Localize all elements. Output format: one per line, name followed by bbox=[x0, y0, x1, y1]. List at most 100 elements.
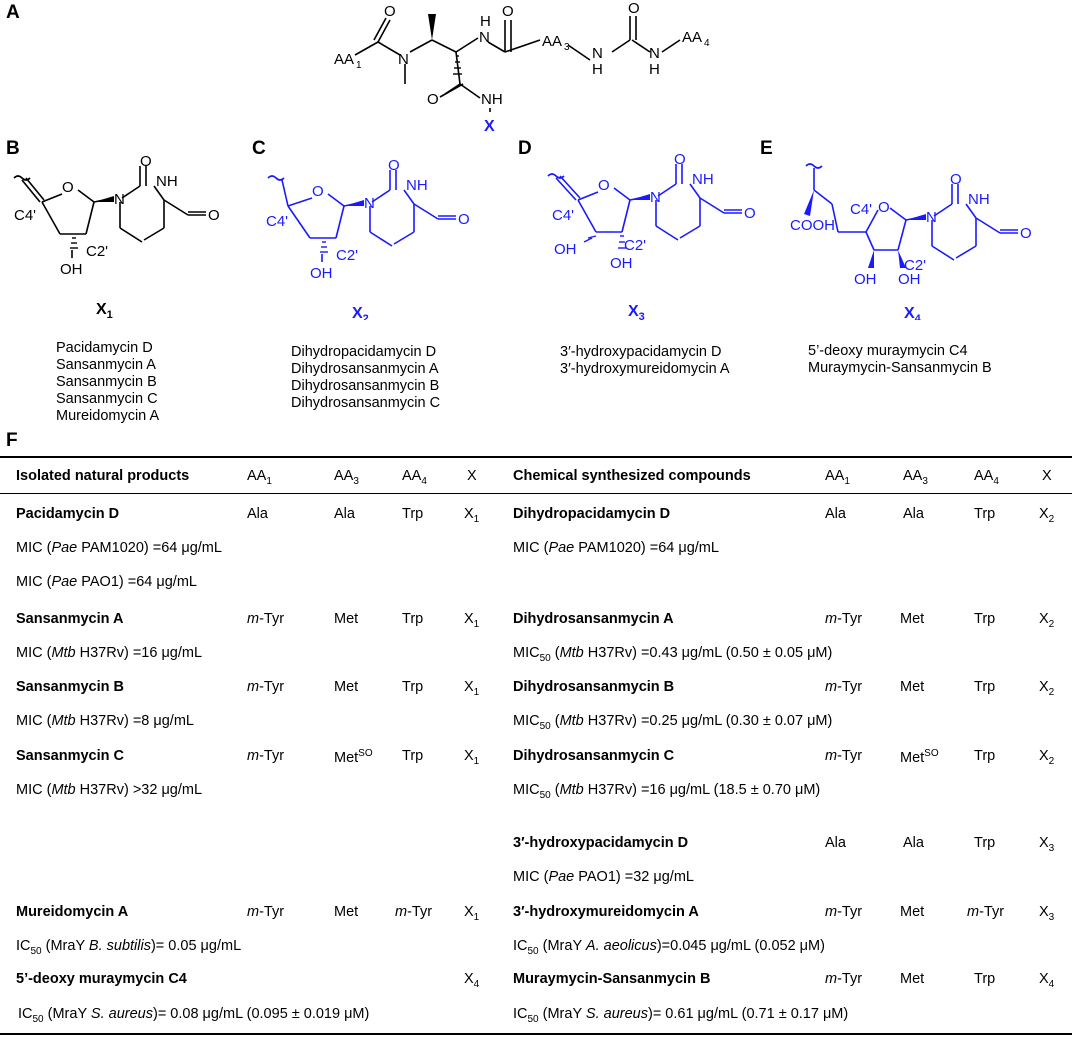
svg-text:NH: NH bbox=[692, 171, 714, 188]
svg-text:C4': C4' bbox=[266, 213, 288, 230]
svg-text:N: N bbox=[398, 51, 409, 68]
cell-x: X3 bbox=[1039, 904, 1055, 923]
row-name: Dihydropacidamycin D bbox=[513, 506, 671, 522]
cell-aa3: Met bbox=[900, 679, 925, 695]
cell-x: X2 bbox=[1039, 679, 1055, 698]
svg-text:N: N bbox=[650, 189, 661, 206]
svg-text:3: 3 bbox=[564, 42, 570, 53]
cell-x: X1 bbox=[464, 506, 480, 525]
scaffold-x1-label: X1 bbox=[96, 301, 113, 320]
row-name: Sansanmycin A bbox=[16, 611, 124, 627]
cell-aa1: m-Tyr bbox=[247, 679, 285, 695]
cell-aa4: Trp bbox=[974, 835, 996, 851]
svg-text:AA: AA bbox=[334, 51, 354, 68]
header-aa4-right: AA4 bbox=[974, 468, 999, 487]
header-natural-products: Isolated natural products bbox=[16, 468, 190, 484]
scaffold-x3-structure: O C4' C2' N O NH O OH OH X3 bbox=[547, 151, 756, 320]
svg-text:OH: OH bbox=[310, 265, 333, 282]
table-top-rule bbox=[0, 456, 1072, 458]
cell-aa3: MetSO bbox=[900, 748, 939, 766]
svg-text:C4': C4' bbox=[552, 207, 574, 224]
svg-text:OH: OH bbox=[898, 271, 921, 288]
svg-text:4: 4 bbox=[704, 38, 710, 49]
cell-x: X4 bbox=[464, 971, 480, 990]
cell-x: X1 bbox=[464, 611, 480, 630]
panel-letter-f: F bbox=[6, 430, 18, 451]
svg-text:N: N bbox=[926, 209, 937, 226]
scaffold-x2-structure: O C4' C2' N O NH O OH X2 bbox=[266, 157, 470, 320]
svg-text:NH: NH bbox=[156, 173, 178, 190]
header-x-left: X bbox=[467, 468, 477, 484]
svg-text:O: O bbox=[427, 91, 439, 108]
panel-letter-a: A bbox=[6, 2, 20, 23]
cell-aa4: Trp bbox=[974, 748, 996, 764]
panel-letter-d: D bbox=[518, 138, 532, 159]
cell-aa3: Met bbox=[900, 971, 925, 987]
svg-text:C2': C2' bbox=[86, 243, 108, 260]
cell-x: X2 bbox=[1039, 748, 1055, 767]
svg-text:C2': C2' bbox=[336, 247, 358, 264]
svg-text:O: O bbox=[62, 179, 74, 196]
cell-aa1: m-Tyr bbox=[825, 971, 863, 987]
cell-x: X2 bbox=[1039, 506, 1055, 525]
panel-letter-b: B bbox=[6, 138, 20, 159]
cell-aa3: Met bbox=[900, 904, 925, 920]
cell-aa4: Trp bbox=[402, 748, 424, 764]
svg-text:H: H bbox=[649, 61, 660, 78]
svg-text:O: O bbox=[312, 183, 324, 200]
svg-text:O: O bbox=[208, 207, 220, 224]
svg-text:X: X bbox=[484, 118, 495, 135]
svg-text:NH: NH bbox=[968, 191, 990, 208]
cell-aa4: Trp bbox=[974, 971, 996, 987]
cell-aa4: m-Tyr bbox=[395, 904, 433, 920]
cell-x: X4 bbox=[1039, 971, 1055, 990]
cell-activity: MIC50 (Mtb H37Rv) =0.25 μg/mL (0.30 ± 0.… bbox=[513, 713, 833, 732]
svg-text:O: O bbox=[502, 3, 514, 20]
cell-aa3: Ala bbox=[334, 506, 355, 522]
row-name: 3′-hydroxypacidamycin D bbox=[513, 835, 689, 851]
header-aa1-left: AA1 bbox=[247, 468, 272, 487]
cell-aa1: m-Tyr bbox=[247, 748, 285, 764]
cell-activity: MIC (Mtb H37Rv) =16 μg/mL bbox=[16, 645, 203, 661]
x2-compound-list: Dihydropacidamycin D Dihydrosansanmycin … bbox=[291, 344, 441, 411]
cell-aa4: Trp bbox=[402, 506, 424, 522]
svg-text:N: N bbox=[649, 45, 660, 62]
svg-text:H: H bbox=[592, 61, 603, 78]
svg-text:N: N bbox=[364, 195, 375, 212]
header-synthesized-compounds: Chemical synthesized compounds bbox=[513, 468, 751, 484]
cell-aa4: Trp bbox=[402, 611, 424, 627]
cell-activity: IC50 (MraY B. subtilis)= 0.05 μg/mL bbox=[16, 938, 242, 957]
cell-activity: MIC (Pae PAM1020) =64 μg/mL bbox=[16, 540, 222, 556]
scaffold-x3-label: X3 bbox=[628, 303, 645, 320]
cell-aa3: Met bbox=[334, 679, 359, 695]
cell-aa4: Trp bbox=[974, 506, 996, 522]
cell-activity: MIC (Pae PAO1) =32 μg/mL bbox=[513, 869, 694, 885]
svg-text:N: N bbox=[114, 191, 125, 208]
scaffold-x2-label: X2 bbox=[352, 305, 369, 320]
cell-activity: IC50 (MraY S. aureus)= 0.08 μg/mL (0.095… bbox=[18, 1006, 370, 1025]
header-aa3-right: AA3 bbox=[903, 468, 928, 487]
svg-text:AA: AA bbox=[682, 29, 702, 46]
svg-text:OH: OH bbox=[854, 271, 877, 288]
cell-aa1: m-Tyr bbox=[247, 904, 285, 920]
cell-aa3: Ala bbox=[903, 835, 924, 851]
cell-x: X3 bbox=[1039, 835, 1055, 854]
svg-text:O: O bbox=[598, 177, 610, 194]
cell-aa4: Trp bbox=[974, 679, 996, 695]
cell-activity: MIC50 (Mtb H37Rv) =0.43 μg/mL (0.50 ± 0.… bbox=[513, 645, 833, 664]
cell-aa4: Trp bbox=[402, 679, 424, 695]
header-aa4-left: AA4 bbox=[402, 468, 427, 487]
panel-letter-e: E bbox=[760, 138, 773, 159]
cell-activity: MIC50 (Mtb H37Rv) =16 μg/mL (18.5 ± 0.70… bbox=[513, 782, 821, 801]
svg-text:H: H bbox=[480, 13, 491, 30]
svg-text:O: O bbox=[384, 3, 396, 20]
cell-activity: IC50 (MraY S. aureus)= 0.61 μg/mL (0.71 … bbox=[513, 1006, 849, 1025]
svg-text:C4': C4' bbox=[14, 207, 36, 224]
scaffold-x4-structure: COOH C4' O C2' N O NH O OH OH X4 bbox=[790, 163, 1032, 320]
svg-text:NH: NH bbox=[481, 91, 503, 108]
cell-x: X1 bbox=[464, 748, 480, 767]
svg-text:NH: NH bbox=[406, 177, 428, 194]
cell-aa3: Met bbox=[334, 611, 359, 627]
cell-activity: IC50 (MraY A. aeolicus)=0.045 μg/mL (0.0… bbox=[513, 938, 825, 957]
cell-aa4: Trp bbox=[974, 611, 996, 627]
